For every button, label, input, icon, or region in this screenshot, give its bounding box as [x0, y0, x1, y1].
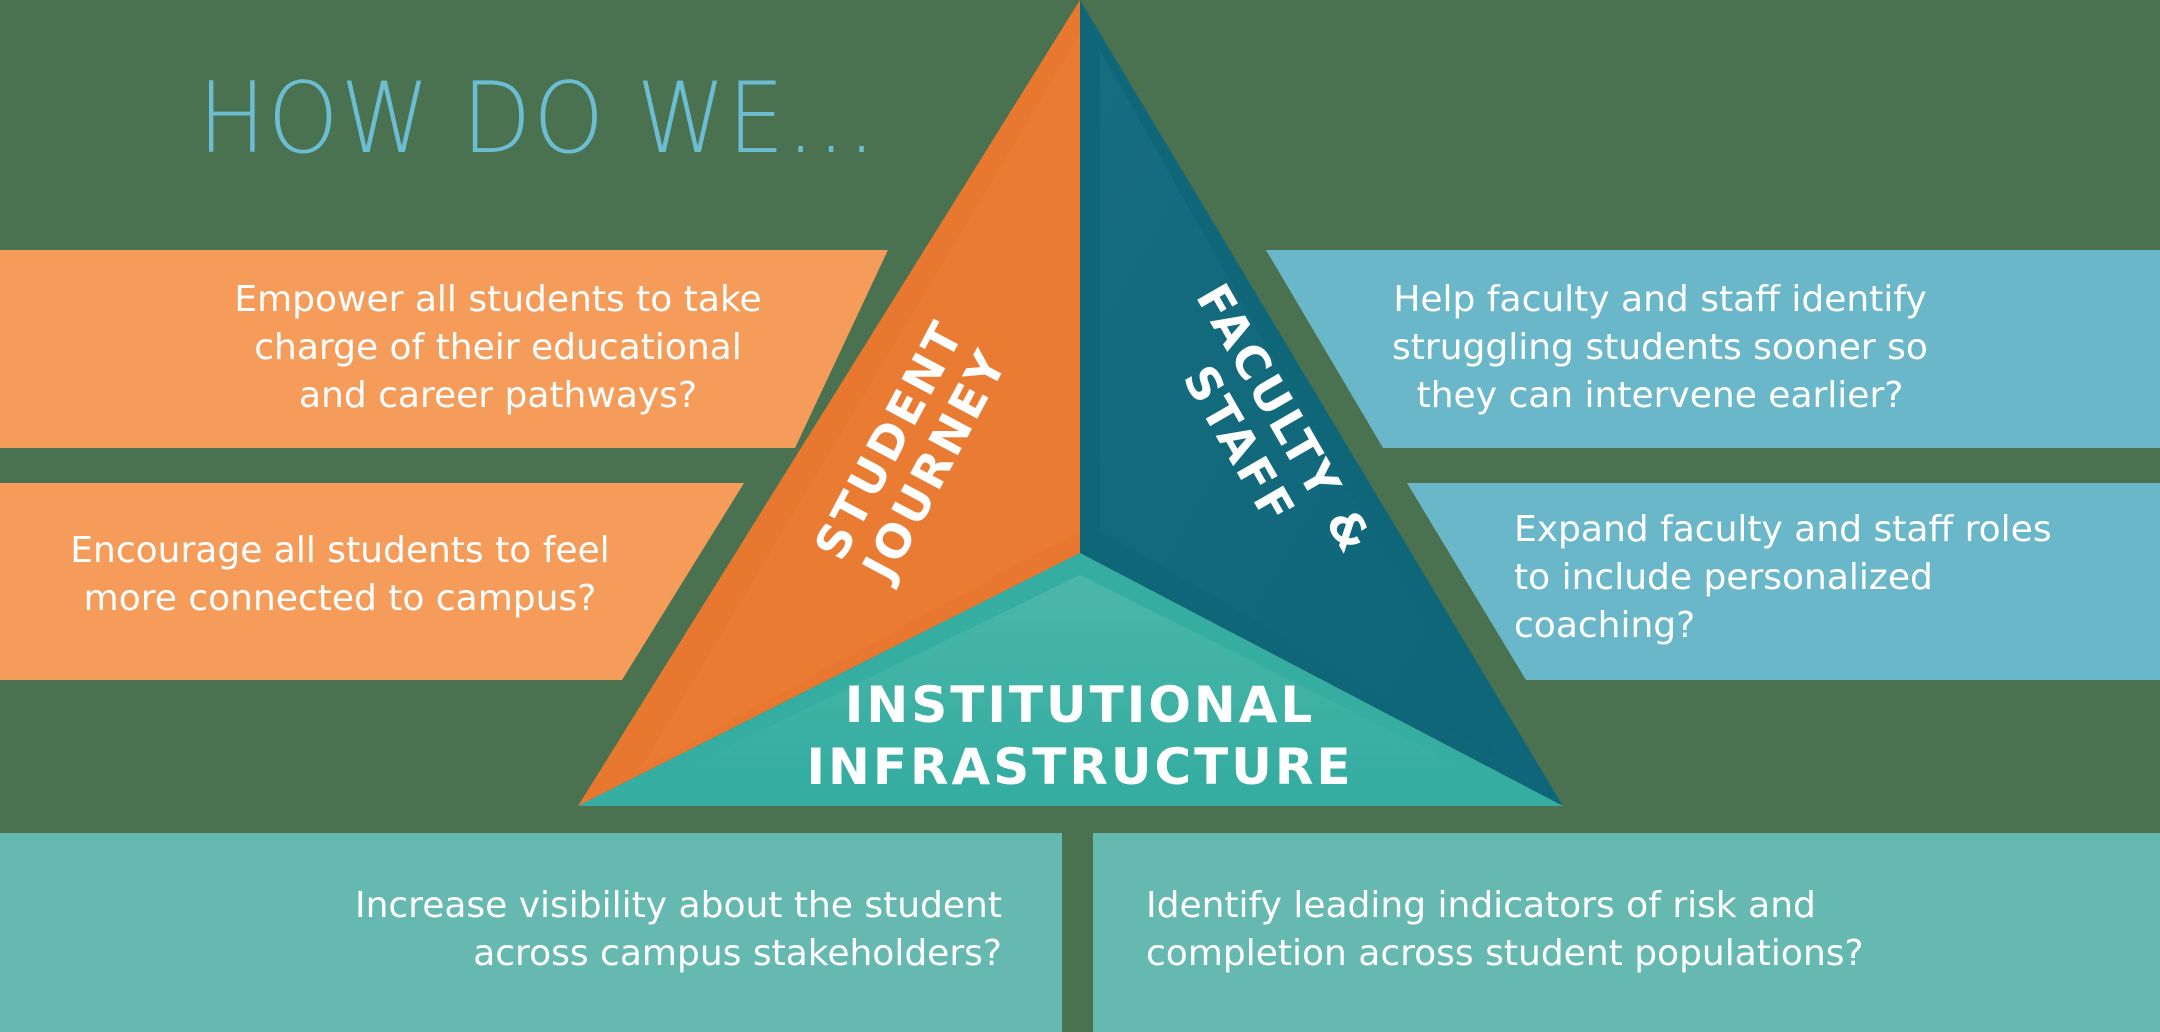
faculty-staff-segment-inner [1100, 50, 1500, 760]
faculty-question-panel-1 [1266, 250, 2160, 448]
institutional-infrastructure-label: INSTITUTIONAL INFRASTRUCTURE [806, 676, 1354, 796]
institutional-infrastructure-segment-inner [660, 575, 1490, 780]
faculty-question-2: Expand faculty and staff roles to includ… [1514, 509, 2052, 646]
student-question-2: Encourage all students to feel more conn… [70, 530, 610, 619]
student-question-panel-2 [0, 483, 744, 680]
student-question-1: Empower all students to take charge of t… [234, 279, 762, 416]
infra-question-1: Increase visibility about the student ac… [354, 885, 1002, 974]
infra-question-panel-1 [0, 833, 1062, 1032]
student-journey-segment [578, 0, 1080, 806]
infra-question-panel-2 [1093, 833, 2160, 1032]
student-journey-segment-inner [640, 35, 1080, 770]
infra-question-2: Identify leading indicators of risk and … [1146, 885, 1864, 974]
page-title: HOW DO WE... [198, 62, 878, 176]
student-question-panel-1 [0, 250, 888, 448]
faculty-question-1: Help faculty and staff identify struggli… [1392, 279, 1928, 416]
faculty-question-panel-2 [1407, 483, 2160, 680]
faculty-staff-segment [1080, 0, 1563, 806]
